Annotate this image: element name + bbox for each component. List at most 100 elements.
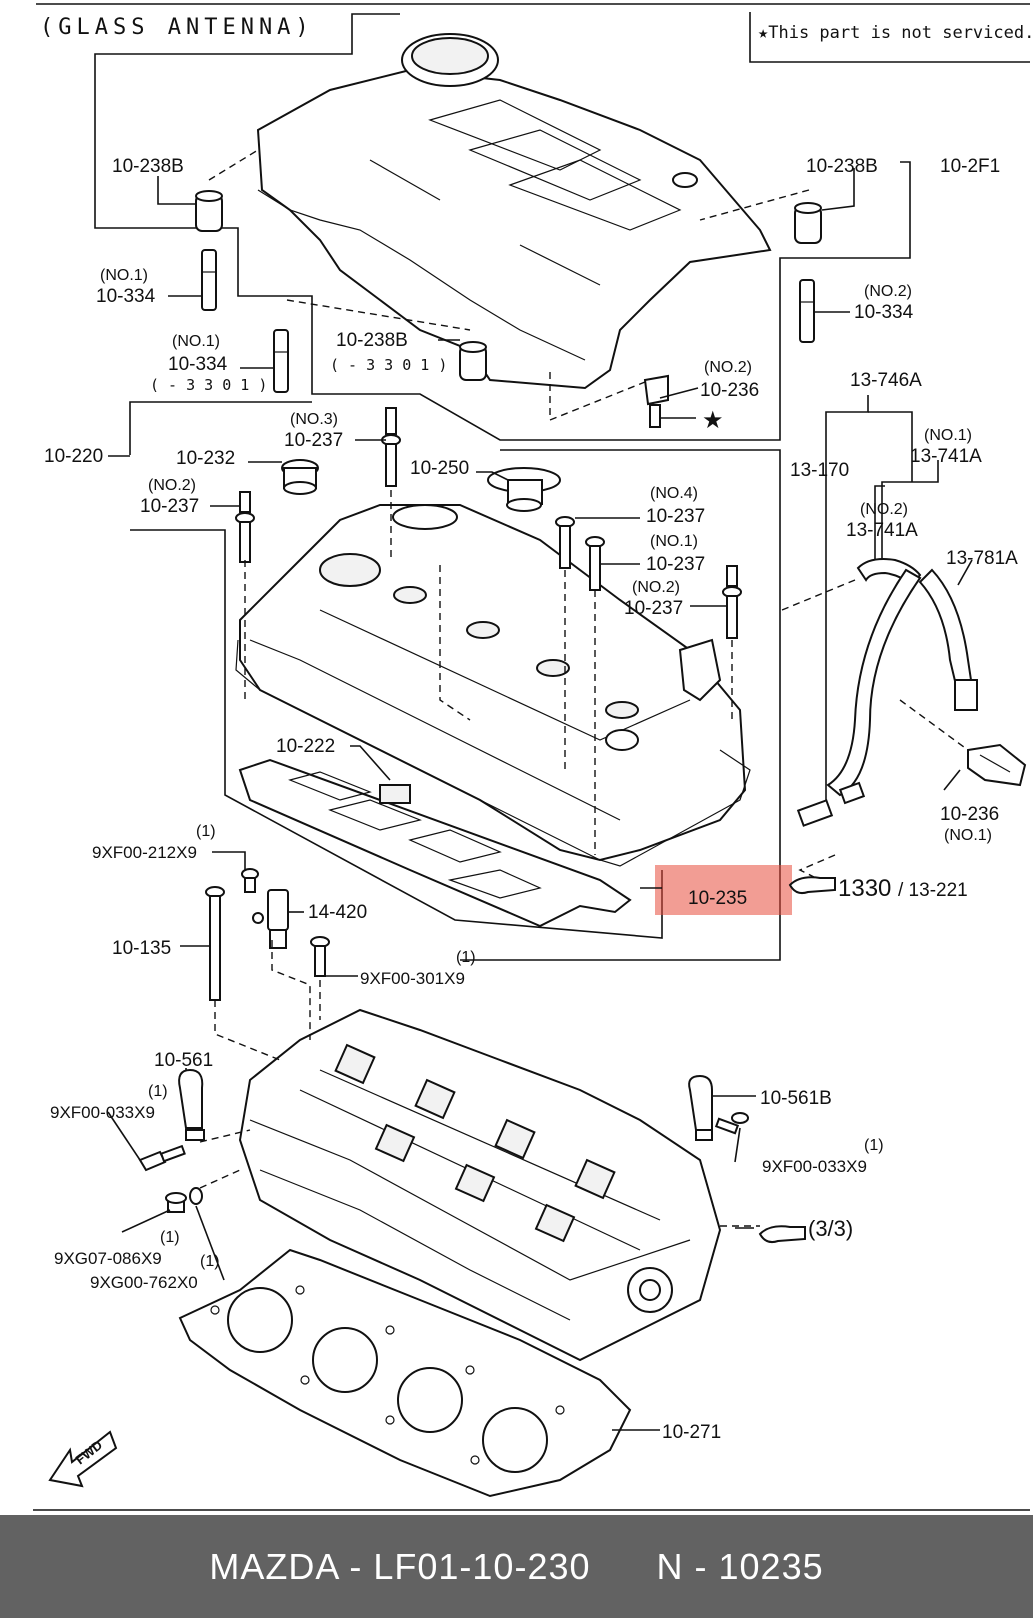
oil-filler-cap [487, 467, 561, 512]
note-bracket [749, 12, 1030, 63]
bolt-9xf00-033x9-left [138, 1144, 186, 1172]
valve-cover [239, 504, 747, 862]
label-10-135: 10-135 [112, 938, 171, 959]
bolt-10-237-no4 [555, 516, 575, 569]
guide [208, 149, 259, 181]
hanger-10-561 [178, 1068, 205, 1141]
label-10-271: 10-271 [662, 1422, 721, 1443]
label-13-741a-no2: 13-741A [846, 520, 918, 541]
label-10-237-no2b: 10-237 [624, 598, 683, 619]
pointing-hand-icon-3-3 [758, 1225, 806, 1244]
grommet-10-238b-right [794, 202, 822, 244]
label-10-237-no1-qual: (NO.1) [650, 533, 698, 550]
label-10-561: 10-561 [154, 1050, 213, 1071]
solenoid-14-420 [252, 889, 289, 949]
hose-group-bracket [825, 395, 869, 810]
label-10-220: 10-220 [44, 446, 103, 467]
label-10-236-no2: 10-236 [700, 380, 759, 401]
part-number-caption: MAZDA - LF01-10-230 N - 10235 [209, 1545, 824, 1587]
label-10-334-b: 10-334 [168, 354, 228, 375]
bolt-10-135 [205, 886, 225, 1001]
label-9xg07-086x9-qual: (1) [160, 1229, 180, 1246]
bolt-10-237-no1 [585, 536, 605, 591]
label-13-741a-no1-qual: (NO.1) [924, 427, 972, 444]
label-9xf00-033x9-left-qual: (1) [148, 1083, 168, 1100]
label-10-222: 10-222 [276, 736, 335, 757]
guide [781, 579, 856, 611]
label-10-235: 10-235 [688, 888, 747, 909]
bolt-9xf00-033x9-right [714, 1112, 749, 1135]
hose-group-bracket-2 [868, 411, 913, 482]
label-10-334-no1: 10-334 [96, 286, 156, 307]
not-serviced-note: ★This part is not serviced. [758, 23, 1033, 43]
label-10-236-no2-qual: (NO.2) [704, 359, 752, 376]
stud-10-334-no2 [799, 279, 815, 343]
exploded-parts-diagram: (GLASS ANTENNA) ★This part is not servic… [33, 3, 1033, 1511]
cover-assembly-bracket [129, 401, 312, 455]
clip-10-236-no1 [967, 743, 1027, 787]
hanger-10-561b [688, 1074, 713, 1141]
label-9xg07-086x9: 9XG07-086X9 [54, 1249, 162, 1268]
label-10-2f1: 10-2F1 [940, 156, 1000, 177]
label-10-238b-right: 10-238B [806, 156, 878, 177]
part-labels: 10-238B 10-238B 10-2F1 (NO.1) 10-334 (NO… [44, 156, 1018, 1443]
guide [199, 1129, 251, 1143]
bolt-9xf00-212x9 [241, 868, 259, 893]
bolt-9xf00-301x9 [310, 936, 330, 977]
label-13-746a: 13-746A [850, 370, 922, 391]
label-10-237-no2a-qual: (NO.2) [148, 477, 196, 494]
label-10-237-no3-qual: (NO.3) [290, 411, 338, 428]
label-13-221: / 13-221 [898, 880, 968, 901]
guide [199, 1169, 241, 1189]
label-10-237-no4-qual: (NO.4) [650, 485, 698, 502]
label-14-420: 14-420 [308, 902, 367, 923]
label-10-334-no2: 10-334 [854, 302, 914, 323]
grommet-10-238b-left [195, 190, 223, 232]
star-icon: ★ [702, 407, 724, 434]
label-9xg00-762x0: 9XG00-762X0 [90, 1273, 198, 1292]
head-gasket-10-271 [178, 1248, 632, 1498]
label-9xg00-762x0-qual: (1) [200, 1253, 220, 1270]
label-10-238b-left: 10-238B [112, 156, 184, 177]
label-9xf00-033x9-right-qual: (1) [864, 1137, 884, 1154]
label-10-237-no3: 10-237 [284, 430, 343, 451]
gasket-10-235-outline [235, 639, 751, 867]
guide [271, 940, 311, 1040]
label-10-232: 10-232 [176, 448, 235, 469]
label-9xf00-212x9: 9XF00-212X9 [92, 843, 197, 862]
guide [699, 189, 810, 221]
bolt-10-237-no2b [722, 565, 742, 639]
label-10-237-no4: 10-237 [646, 506, 705, 527]
label-13-170: 13-170 [790, 460, 849, 481]
highlight-10-235 [655, 865, 792, 915]
label-9xf00-033x9-left: 9XF00-033X9 [50, 1103, 155, 1122]
plug-10-232 [281, 459, 319, 495]
cover-assembly-bracket-3 [460, 449, 781, 961]
label-10-334-b-sub: ( - 3 3 0 1 ) [150, 376, 267, 394]
caption-bar: MAZDA - LF01-10-230 N - 10235 [0, 1515, 1033, 1618]
clip-10-236-no2 [643, 374, 669, 428]
label-13-781a: 13-781A [946, 548, 1018, 569]
header-title: (GLASS ANTENNA) [40, 15, 314, 40]
leader-lines [107, 168, 973, 1431]
label-9xf00-212x9-qual: (1) [196, 823, 216, 840]
label-10-236-no1: 10-236 [940, 804, 999, 825]
label-3-3: (3/3) [808, 1216, 853, 1241]
stud-10-334-b [273, 329, 289, 393]
label-10-334-b-qual: (NO.1) [172, 333, 220, 350]
label-10-238b-mid: 10-238B [336, 330, 408, 351]
label-1330: 1330 [838, 875, 891, 902]
gasket-10-222 [238, 758, 632, 928]
bolt-10-237-no2a [235, 491, 255, 563]
hose-13-781a [918, 568, 978, 711]
bolt-10-237-no3 [381, 407, 401, 487]
label-13-741a-no1: 13-741A [910, 446, 982, 467]
label-9xf00-301x9: 9XF00-301X9 [360, 969, 465, 988]
label-10-237-no2a: 10-237 [140, 496, 199, 517]
guide [899, 699, 969, 751]
engine-cover [256, 33, 772, 390]
label-10-238b-mid-sub: ( - 3 3 0 1 ) [330, 356, 447, 374]
hose-13-170 [796, 568, 922, 827]
guide [549, 372, 651, 422]
grommet-10-238b-mid [459, 341, 487, 381]
